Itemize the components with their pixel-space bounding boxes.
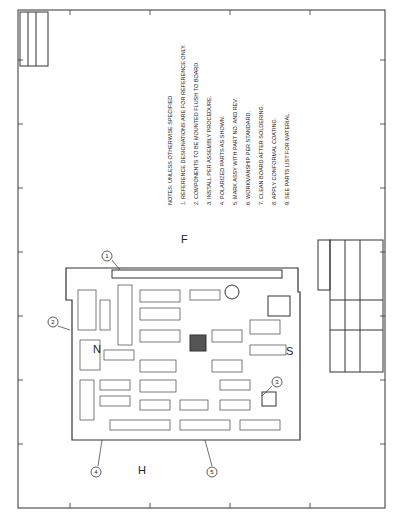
callout-number: 4 xyxy=(94,469,97,475)
zone-tick xyxy=(380,60,385,61)
component xyxy=(190,290,220,300)
component xyxy=(78,290,96,330)
callout-number: 2 xyxy=(51,319,54,325)
callout-number: 5 xyxy=(210,469,213,475)
zone-tick xyxy=(18,444,23,445)
zone-tick xyxy=(230,503,231,508)
component xyxy=(140,380,176,392)
zone-tick xyxy=(70,10,71,15)
zone-tick xyxy=(380,188,385,189)
component xyxy=(220,400,250,410)
component xyxy=(140,330,180,342)
component xyxy=(212,360,242,372)
note-text: 1. REFERENCE DESIGNATIONS ARE FOR REFERE… xyxy=(181,44,187,205)
edge-connector xyxy=(112,270,282,278)
zone-tick xyxy=(230,10,231,15)
zone-tick xyxy=(380,124,385,125)
component xyxy=(180,400,208,410)
sheet-frame xyxy=(18,10,385,508)
zone-tick xyxy=(70,503,71,508)
component xyxy=(80,380,94,420)
component xyxy=(140,360,176,372)
component xyxy=(110,420,170,430)
zone-tick xyxy=(380,444,385,445)
component xyxy=(100,300,110,330)
zone-tick xyxy=(380,316,385,317)
component xyxy=(140,400,170,410)
zone-tick xyxy=(150,503,151,508)
component xyxy=(140,290,180,302)
component xyxy=(80,340,100,370)
callout-number: 3 xyxy=(275,379,278,385)
callout-number: 1 xyxy=(105,253,108,259)
zone-letter: F xyxy=(181,234,188,245)
zone-tick xyxy=(150,10,151,15)
zone-tick xyxy=(310,10,311,15)
component xyxy=(220,380,250,390)
note-text: 5. MARK ASSY WITH PART NO. AND REV. xyxy=(233,98,239,205)
zone-tick xyxy=(18,124,23,125)
notes-heading: NOTES: UNLESS OTHERWISE SPECIFIED xyxy=(168,96,174,205)
note-text: 3. INSTALL PER ASSEMBLY PROCEDURE. xyxy=(207,96,213,205)
zone-tick xyxy=(380,380,385,381)
component xyxy=(250,320,280,334)
note-text: 2. COMPONENTS TO BE MOUNTED FLUSH TO BOA… xyxy=(194,61,200,205)
component xyxy=(180,420,230,430)
component xyxy=(250,345,286,355)
zone-tick xyxy=(18,60,23,61)
note-text: 6. WORKMANSHIP PER STANDARD. xyxy=(246,111,252,205)
title-block xyxy=(330,240,383,372)
zone-letter: S xyxy=(286,346,293,357)
component xyxy=(240,420,280,430)
zone-tick xyxy=(380,252,385,253)
pcb-outline xyxy=(66,268,300,440)
component xyxy=(100,396,130,406)
zone-tick xyxy=(310,503,311,508)
zone-letter: H xyxy=(138,465,146,476)
component xyxy=(100,380,130,390)
battery xyxy=(225,285,239,299)
zone-letter: N xyxy=(93,344,101,355)
zone-tick xyxy=(18,316,23,317)
note-text: 7. CLEAN BOARD AFTER SOLDERING. xyxy=(259,105,265,205)
component xyxy=(118,285,132,345)
note-text: 8. APPLY CONFORMAL COATING. xyxy=(272,118,278,205)
component xyxy=(104,350,134,360)
component xyxy=(140,308,180,320)
component xyxy=(212,330,242,342)
zone-tick xyxy=(18,252,23,253)
note-text: 4. POLARIZED PARTS AS SHOWN. xyxy=(220,116,226,205)
note-text: 9. SEE PARTS LIST FOR MATERIAL. xyxy=(285,112,291,205)
ic-package xyxy=(190,335,206,351)
revision-block xyxy=(20,12,48,66)
zone-tick xyxy=(18,188,23,189)
zone-tick xyxy=(18,380,23,381)
